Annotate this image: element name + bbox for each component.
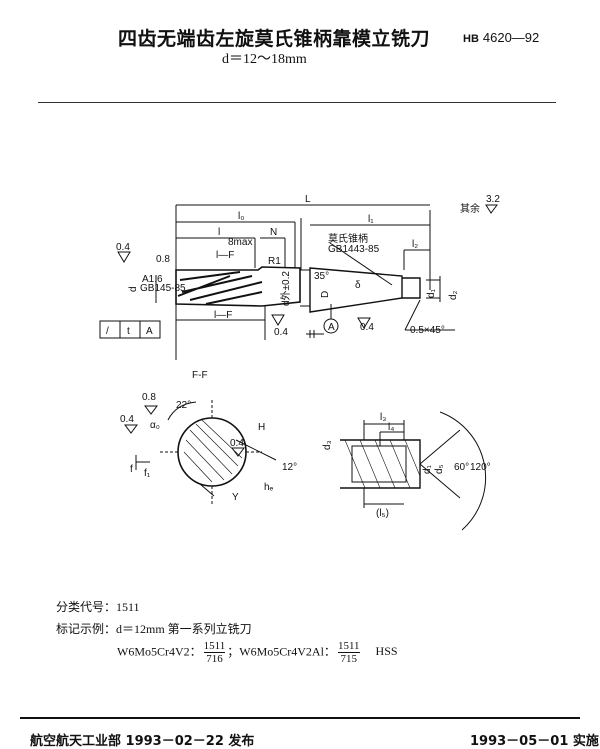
marking-example-label: 标记示例：d＝12mm 第一系列立铣刀 (56, 622, 252, 636)
tolerance-symbol: / (106, 326, 109, 337)
roughness-04: 0.4 (116, 242, 130, 253)
label-H: H (258, 422, 265, 433)
label-he: hₑ (264, 482, 274, 493)
clearance-angle: α₀ (150, 420, 160, 431)
section-title: F-F (192, 370, 208, 381)
dim-d5: d₅ (434, 464, 445, 474)
dim-l0: l₀ (238, 211, 244, 222)
section-labels: F-F 0.8 22° 0.4 α₀ H 0.4 12° f f₁ Y hₑ (120, 370, 297, 503)
dim-L: L (305, 194, 311, 205)
label-Y: Y (232, 492, 239, 503)
radius-label: R1 (268, 256, 281, 267)
dim-l3: l₃ (380, 412, 386, 423)
tolerance-value: t (127, 326, 130, 337)
fraction-1-numerator: 1511 (203, 640, 226, 653)
cutter-side-view (99, 204, 498, 360)
fraction-2-denominator: 715 (340, 653, 357, 665)
hss-label: HSS (375, 644, 398, 659)
material-2: ；W6Mo5Cr4V2Al： (227, 644, 336, 659)
roughness-rest: 其余 (460, 202, 480, 215)
dim-l1: l₁ (368, 214, 374, 225)
material-1: W6Mo5Cr4V2： (117, 644, 202, 659)
section-view (124, 400, 277, 504)
label-f1: f₁ (144, 468, 151, 479)
header-divider (38, 102, 556, 103)
dim-smax: 8max (228, 237, 252, 248)
morse-taper-std: GB1443-85 (328, 244, 380, 255)
datum-A: A (328, 322, 335, 333)
standard-code: 4620—92 (482, 30, 540, 45)
taper-angle: δ (355, 280, 361, 291)
dim-l5: (l₅) (376, 508, 389, 519)
chamfer-label: 0.5×45° (410, 325, 445, 336)
dim-l4: l₄ (388, 422, 394, 433)
effective-date: 1993－05－01 实施 (470, 734, 599, 749)
dim-d: d (128, 286, 139, 292)
label-f: f (130, 464, 133, 475)
dim-l: l (218, 227, 220, 238)
dim-D: D (320, 291, 331, 298)
fraction-2-numerator: 1511 (337, 640, 360, 653)
roughness-04-c: 0.4 (360, 322, 374, 333)
footer-divider (20, 717, 580, 719)
dim-tolerance: d外±0.2 (280, 271, 292, 306)
dim-d2: d₂ (448, 290, 459, 300)
section-roughness-08: 0.8 (142, 392, 156, 403)
standard-prefix: HB (463, 33, 479, 45)
shank-end-detail (340, 411, 487, 531)
dim-d1: d₁ (426, 288, 437, 298)
detail-dim-d1: d₁ (422, 464, 433, 474)
angle-22: 22° (176, 400, 191, 411)
section-mark-bottom: l—F (214, 310, 232, 321)
dim-N: N (270, 227, 277, 238)
section-roughness-04: 0.4 (120, 414, 134, 425)
angle-35: 35° (314, 271, 329, 282)
document-title: 四齿无端齿左旋莫氏锥柄靠模立铣刀 (118, 28, 431, 50)
dim-d3: d₃ (322, 440, 333, 450)
morse-taper-label: 莫氏锥柄 (328, 232, 368, 245)
tolerance-datum: A (146, 326, 153, 337)
issue-date: 航空航天工业部 1993－02－22 发布 (30, 734, 255, 749)
roughness-08: 0.8 (156, 254, 170, 265)
center-hole-label: A1.6 (142, 274, 163, 285)
fraction-1-denominator: 716 (206, 653, 223, 665)
center-hole-std: GB145-85 (140, 283, 186, 294)
section-mark-top: l—F (216, 250, 234, 261)
document-subtitle: d＝12～18mm (222, 52, 307, 67)
classification-code: 分类代号：1511 (56, 600, 140, 614)
roughness-04-b: 0.4 (274, 327, 288, 338)
angle-120: 120° (470, 462, 491, 473)
section-roughness-04-b: 0.4 (230, 438, 244, 449)
detail-labels: l₃ l₄ d₃ d₁ d₅ 60° 120° (l₅) (322, 412, 491, 519)
angle-60: 60° (454, 462, 469, 473)
angle-12: 12° (282, 462, 297, 473)
roughness-rest-value: 3.2 (486, 194, 500, 205)
main-labels: L l₀ l₁ l N 8max l—F R1 莫氏锥柄 GB1443-85 l… (106, 194, 500, 338)
dim-l2: l₂ (412, 239, 418, 250)
